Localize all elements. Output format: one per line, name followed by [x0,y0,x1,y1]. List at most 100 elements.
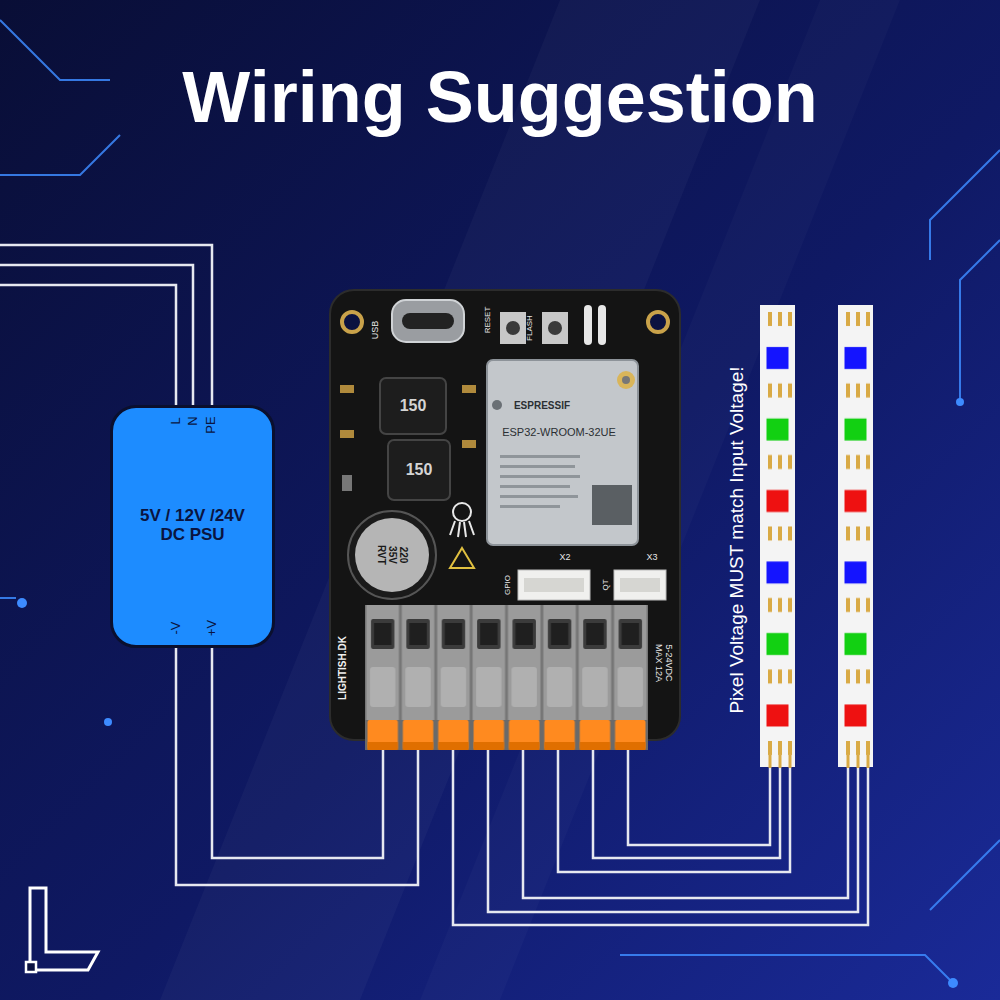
connector-slot [620,578,660,592]
qt-connector [614,570,666,600]
espressif-logo [492,400,502,410]
controller-board: USBRESETFLASH150150220 35V RVTGPIOX2QTX3… [330,290,680,750]
strip-wire [593,750,780,858]
power-wire [212,648,383,858]
led-strip [760,305,795,767]
strip-pin [789,755,792,768]
silkscreen-label: USB [371,321,381,340]
circuit-dot [948,978,958,988]
circuit-trace [620,955,950,980]
module-brand: ESPRESSIF [514,400,570,411]
strip-pin [779,755,782,768]
module-marking [500,485,570,488]
capacitor-top [355,518,429,592]
led-strip-pixels [838,305,873,767]
module-name: ESP32-WROOM-32UE [502,426,616,438]
strip-pin [847,755,850,768]
esd-symbol [450,548,474,568]
strip-wire [453,750,868,925]
terminal-lever-row [365,720,648,750]
silkscreen-label: GPIO [504,575,513,595]
circuit-trace [960,240,1000,400]
brand-silkscreen: LIGHTISH.DK [337,636,348,700]
circuit-dot [104,718,112,726]
title: Wiring Suggestion [182,58,817,137]
mains-wire [0,265,193,405]
slot [584,305,592,345]
circuit-trace [930,150,1000,260]
terminal-levers [365,720,648,750]
brand-logo [30,888,98,970]
module-marking [500,495,578,498]
strip-wire [628,750,770,845]
terminal-block [365,605,648,720]
usb-c-opening [402,313,454,329]
mounting-hole [648,312,668,332]
capacitor-marking: 220 35V RVT [376,540,409,570]
smd-part [462,440,476,448]
silkscreen-label: X2 [559,553,570,563]
silkscreen-label: FLASH [526,315,535,341]
module-marking [500,465,575,468]
slot [598,305,606,345]
pin-name: L [169,417,183,424]
strip-wire [488,750,858,912]
silkscreen-label: X3 [646,553,657,563]
inductor-marking: 150 [400,397,427,415]
usb-c-port [392,300,464,342]
smd-part [340,430,354,438]
pin-name: N [186,416,200,425]
circuit-trace [0,135,120,175]
strip-pin [769,755,772,768]
pin-name: -V [169,622,183,635]
smd-part [462,385,476,393]
button-cap [506,321,520,335]
strip-pin [857,755,860,768]
connector-slot [524,578,584,592]
strip-wire [523,750,848,898]
module-marking [500,505,560,508]
pin-name: +V [205,620,219,636]
circuit-trace [0,20,110,80]
smd-part [340,385,354,393]
reset-button [500,312,526,344]
mains-wire [0,285,176,405]
warning-note: Pixel Voltage MUST match Input Voltage! [727,366,748,713]
inductor [380,378,446,434]
pin-name: PE [204,416,218,433]
silkscreen-label: QT [602,579,611,590]
silkscreen-label: RESET [484,307,493,334]
octopus-logo [450,521,474,537]
mains-wire [0,245,212,405]
brand-logo-square [26,962,36,972]
power-wire [176,648,418,885]
strip-wires [453,750,868,925]
esp32-module: ESPRESSIF ESP32-WROOM-32UE [487,360,638,545]
strip-wire [558,750,790,872]
octopus-logo [453,503,471,521]
strip-pin [867,755,870,768]
circuit-traces [0,20,1000,980]
ufl-connector [617,371,635,389]
esp32-module-can [487,360,638,545]
mains-wires [0,245,212,405]
module-marking [500,455,580,458]
voltage-rating: 5-24VDC MAX 12A [653,640,673,686]
circuit-dot [956,398,964,406]
inductor [388,440,450,500]
circuit-trace [0,597,16,599]
circuit-dot [17,598,27,608]
led-strip-pixels [760,305,795,767]
capacitor [348,511,436,599]
psu-box: 5V / 12V /24V DC PSU [110,405,275,648]
pcb [330,290,680,740]
flash-button [542,312,568,344]
circuit-trace [930,840,1000,910]
psu-rating: 5V / 12V /24V DC PSU [130,507,255,544]
led-strip [838,305,873,767]
qr-code [592,485,632,525]
gpio-connector [518,570,590,600]
